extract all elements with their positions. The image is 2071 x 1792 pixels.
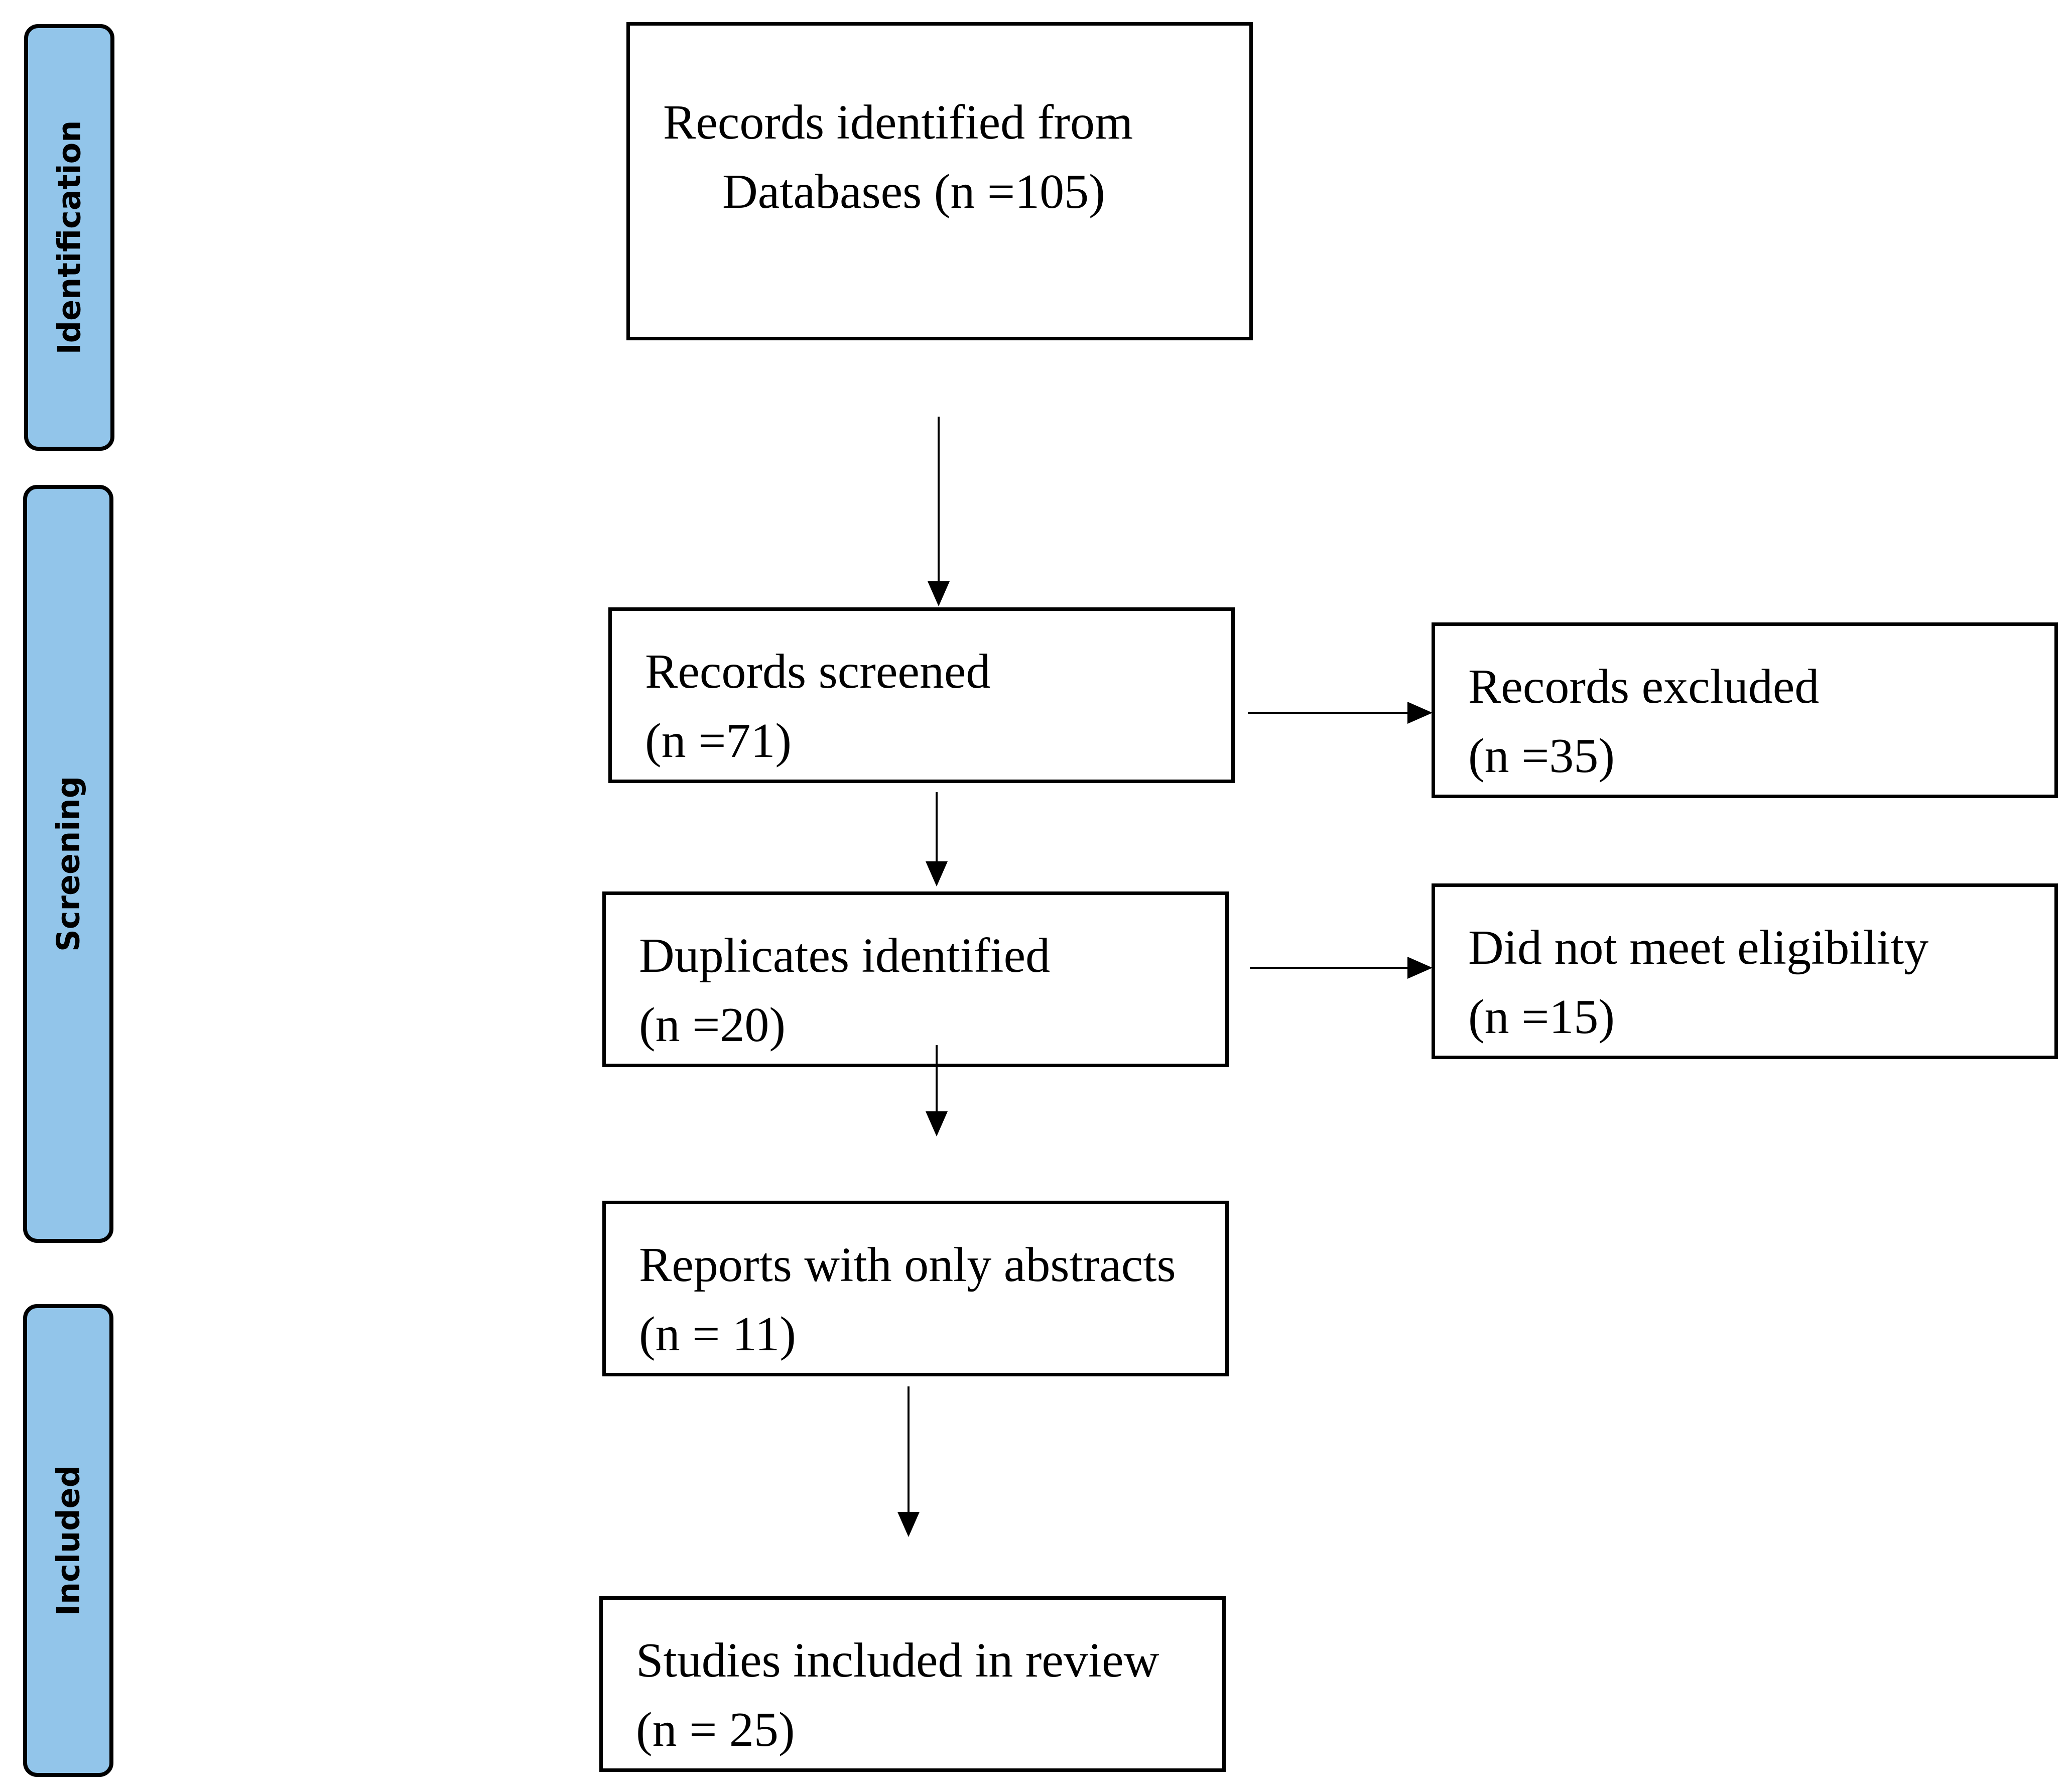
reports-only-abstracts-line1: Reports with only abstracts (639, 1238, 1176, 1292)
records-identified-line1: Records identified from (663, 95, 1133, 150)
arrow-reports-to-studies (897, 1386, 920, 1537)
duplicates-identified-line1: Duplicates identified (639, 929, 1051, 983)
phase-included: Included (23, 1304, 113, 1777)
arrow-duplicates-to-reports (926, 1045, 948, 1136)
phase-identification: Identification (24, 24, 114, 451)
did-not-meet-eligibility-line1: Did not meet eligibility (1468, 921, 1929, 975)
records-excluded-line1: Records excluded (1468, 660, 1820, 714)
records-excluded-line2: (n =35) (1468, 729, 1615, 783)
did-not-meet-eligibility-box: Did not meet eligibility (n =15) (1432, 883, 2058, 1059)
records-screened-line1: Records screened (645, 645, 991, 699)
records-identified-line2: Databases (n =105) (722, 165, 1105, 219)
studies-included-line1: Studies included in review (636, 1633, 1159, 1688)
records-screened-line2: (n =71) (645, 714, 792, 768)
records-excluded-box: Records excluded (n =35) (1432, 622, 2058, 798)
studies-included-box: Studies included in review (n = 25) (599, 1596, 1226, 1772)
arrow-screened-to-duplicates (926, 792, 948, 886)
duplicates-identified-line2: (n =20) (639, 998, 786, 1052)
arrow-identified-to-screened (928, 417, 950, 606)
studies-included-line2: (n = 25) (636, 1703, 795, 1757)
arrow-screened-to-excluded (1248, 702, 1433, 724)
records-identified-box: Records identified from Databases (n =10… (626, 22, 1253, 340)
reports-only-abstracts-line2: (n = 11) (639, 1307, 796, 1361)
did-not-meet-eligibility-line2: (n =15) (1468, 990, 1615, 1044)
records-screened-box: Records screened (n =71) (608, 607, 1235, 783)
arrow-duplicates-to-eligibility (1250, 957, 1433, 979)
phase-screening: Screening (23, 485, 113, 1243)
reports-only-abstracts-box: Reports with only abstracts (n = 11) (602, 1201, 1229, 1376)
duplicates-identified-box: Duplicates identified (n =20) (602, 891, 1229, 1067)
